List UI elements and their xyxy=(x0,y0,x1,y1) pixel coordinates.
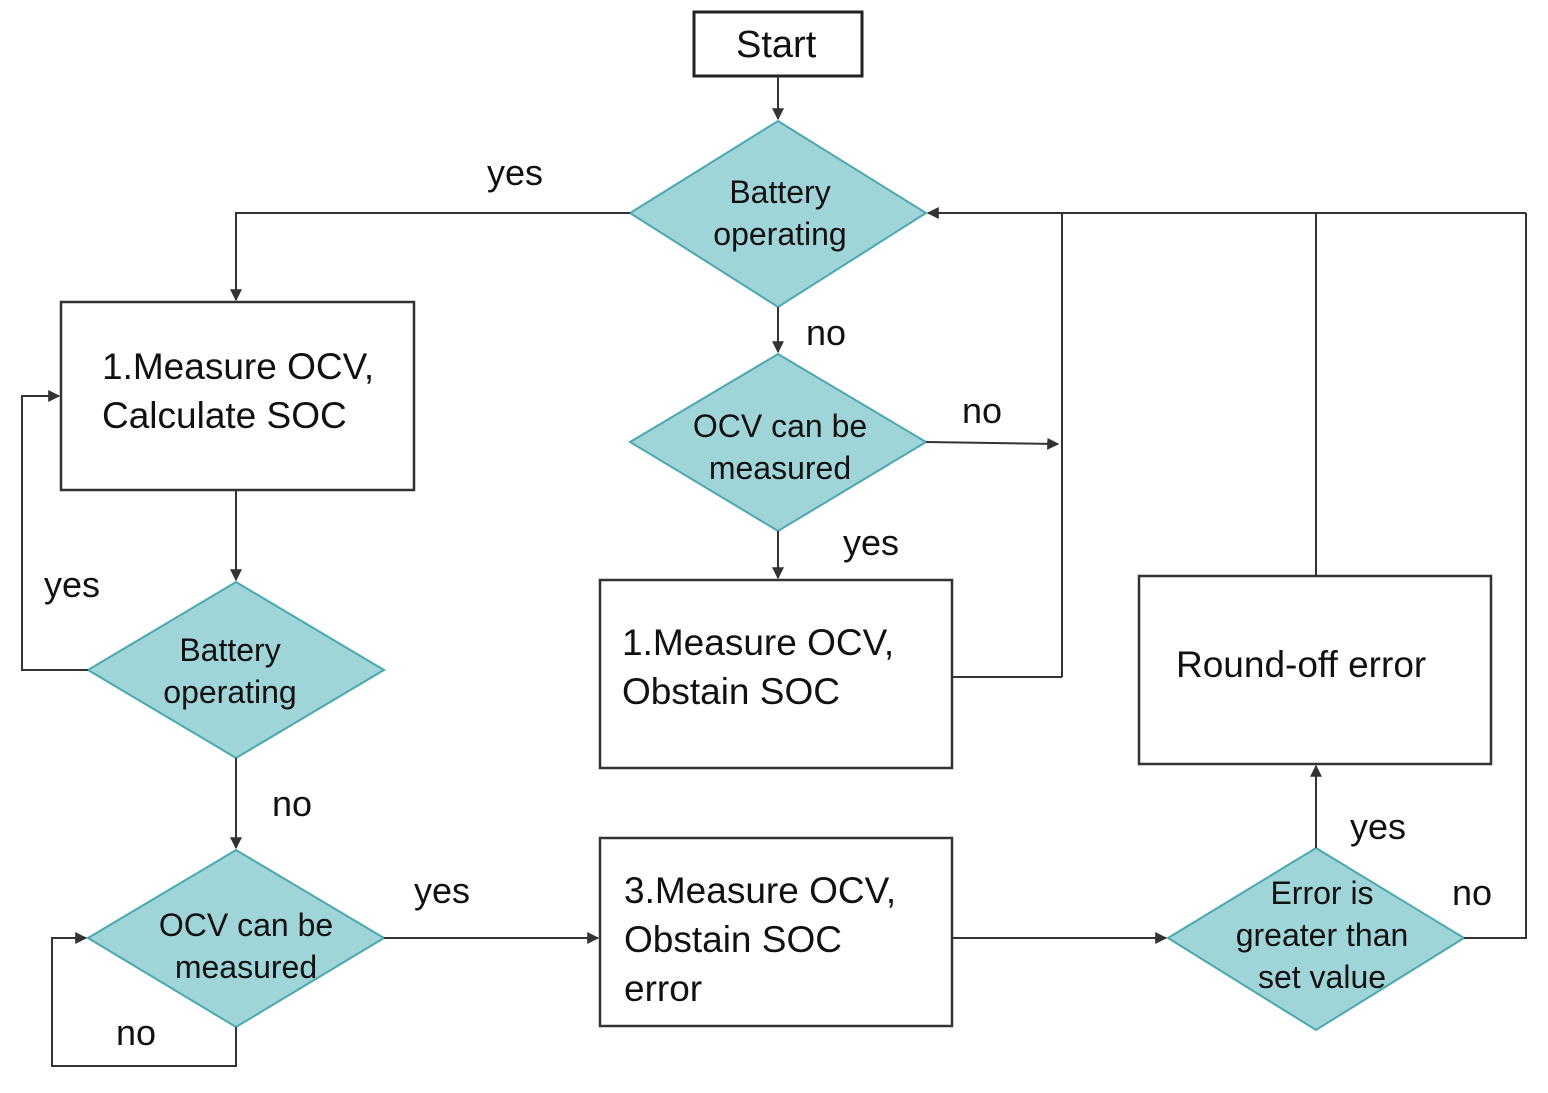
edge-label-ocv-top-yes: yes xyxy=(843,522,900,563)
edge-ocv-top-no xyxy=(925,437,1060,450)
edge-label-ocv-top-no: no xyxy=(962,390,1003,431)
edge-label-left-no: no xyxy=(272,783,313,824)
ocv-measurable-bottom-label: OCV can be measured xyxy=(158,907,334,985)
edge-label-error-no: no xyxy=(1452,872,1493,913)
measure-error-box xyxy=(598,836,954,1028)
error-check-diamond xyxy=(1166,846,1466,1032)
edge-label-bottom-no: no xyxy=(116,1012,157,1053)
error-check-label: Error is greater than set value xyxy=(1235,875,1409,995)
start-box xyxy=(692,10,864,78)
measure-obstain-label: 1.Measure OCV, Obstain SOC xyxy=(622,622,895,712)
start-label: Start xyxy=(736,24,817,66)
edge-error-no xyxy=(1464,213,1527,939)
round-off-box xyxy=(1137,574,1493,766)
edge-label-left-yes: yes xyxy=(44,564,101,605)
edge-battery-left-yes xyxy=(21,390,88,671)
edge-label-bottom-yes: yes xyxy=(414,870,471,911)
round-off-label: Round-off error xyxy=(1176,644,1427,685)
battery-operating-left-label: Battery operating xyxy=(163,632,297,710)
measure-calc-box xyxy=(59,300,416,492)
edge-ocv-bottom-no xyxy=(51,932,237,1067)
edge-label-top-no: no xyxy=(806,312,847,353)
measure-obstain-box xyxy=(598,578,954,770)
edge-label-error-yes: yes xyxy=(1350,806,1407,847)
edge-label-top-yes: yes xyxy=(487,152,544,193)
measure-calc-label: 1.Measure OCV, Calculate SOC xyxy=(102,346,375,436)
ocv-measurable-top-label: OCV can be measured xyxy=(692,408,868,486)
measure-error-label: 3.Measure OCV, Obstain SOC error xyxy=(624,870,897,1009)
battery-operating-top-label: Battery operating xyxy=(713,174,847,252)
edge-battery-yes xyxy=(230,212,630,302)
